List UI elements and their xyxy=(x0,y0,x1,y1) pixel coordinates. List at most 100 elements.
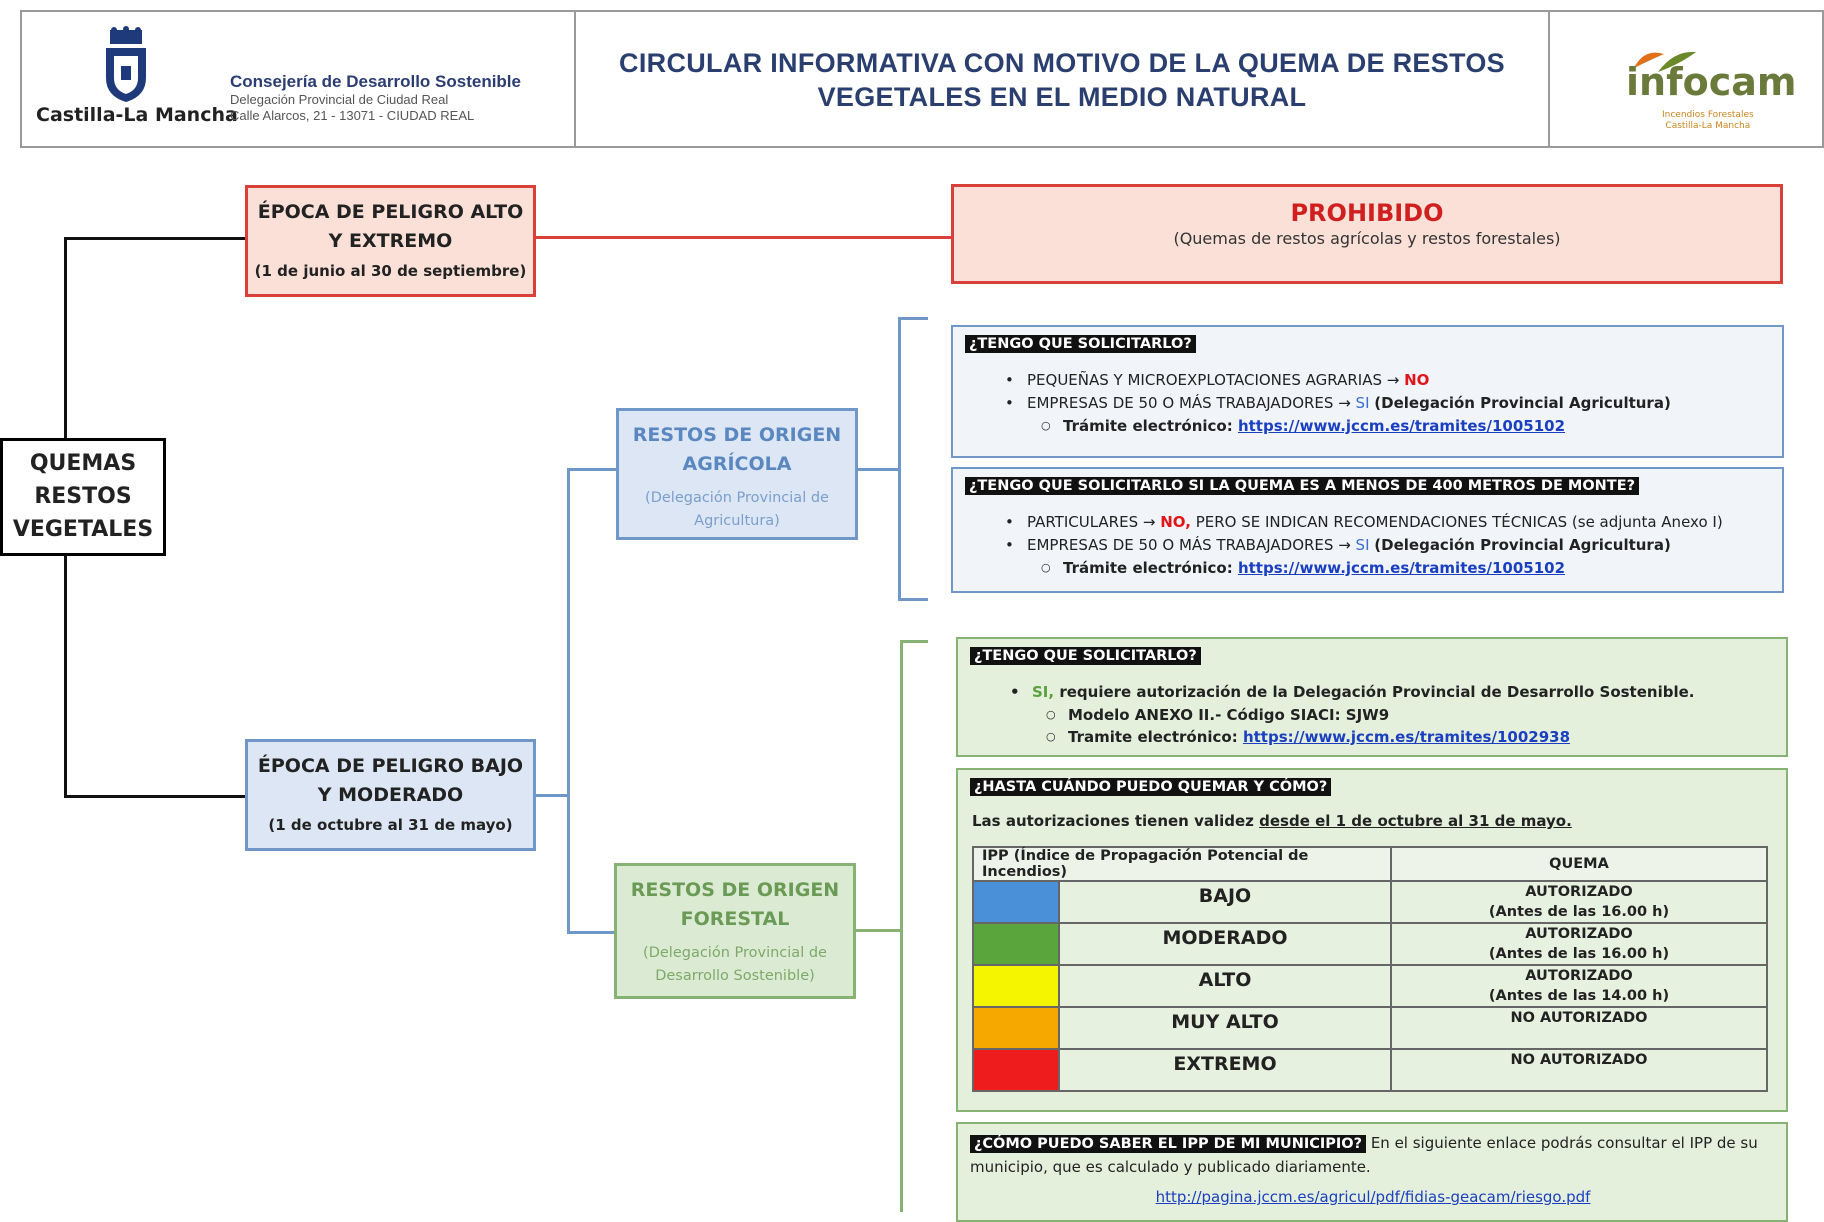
connector-forestal-h xyxy=(567,931,615,934)
item-answer: NO, xyxy=(1160,513,1191,531)
quema-status: AUTORIZADO (Antes de las 14.00 h) xyxy=(1390,964,1768,1008)
delegation-name: Delegación Provincial de Ciudad Real xyxy=(230,92,449,107)
high-season-box: ÉPOCA DE PELIGRO ALTO Y EXTREMO (1 de ju… xyxy=(245,185,536,297)
bracket-forestal-top xyxy=(900,640,928,643)
quema-time-limit: (Antes de las 14.00 h) xyxy=(1488,988,1670,1004)
ipp-color-swatch xyxy=(972,964,1060,1008)
agricola-list-2: PARTICULARES → NO, PERO SE INDICAN RECOM… xyxy=(997,511,1723,579)
quema-status-label: NO AUTORIZADO xyxy=(1510,1052,1648,1068)
leaves-icon xyxy=(1634,51,1696,72)
ipp-color-swatch xyxy=(972,880,1060,924)
item-detail: (Delegación Provincial Agricultura) xyxy=(1374,536,1671,554)
forestal-panel-1: ¿TENGO QUE SOLICITARLO? SI, requiere aut… xyxy=(956,637,1788,757)
castilla-la-mancha-crest-icon xyxy=(106,26,146,102)
item-text: PEQUEÑAS Y MICROEXPLOTACIONES AGRARIAS → xyxy=(1027,371,1400,389)
bracket-agricola-top xyxy=(898,317,928,320)
item-detail: (Delegación Provincial Agricultura) xyxy=(1374,394,1671,412)
quema-status-label: AUTORIZADO xyxy=(1525,968,1633,984)
address: Calle Alarcos, 21 - 13071 - CIUDAD REAL xyxy=(230,108,475,123)
ipp-info-text: ¿CÓMO PUEDO SABER EL IPP DE MI MUNICIPIO… xyxy=(970,1132,1776,1209)
item-answer: SI, xyxy=(1032,683,1055,701)
bracket-agricola xyxy=(898,317,901,601)
high-season-line-2: Y EXTREMO xyxy=(328,230,453,252)
ipp-info-text-2: municipio, que es calculado y publicado … xyxy=(970,1158,1371,1176)
tramite-label: Trámite electrónico: xyxy=(1063,417,1233,435)
forestal-authority-1: (Delegación Provincial de xyxy=(643,945,827,961)
item-answer: SI xyxy=(1355,394,1370,412)
list-item: PEQUEÑAS Y MICROEXPLOTACIONES AGRARIAS →… xyxy=(997,369,1671,392)
ipp-riesgo-link[interactable]: http://pagina.jccm.es/agricul/pdf/fidias… xyxy=(1155,1188,1591,1206)
ipp-color-swatch xyxy=(972,922,1060,966)
header-banner: Castilla-La Mancha Consejería de Desarro… xyxy=(20,10,1824,148)
brand-subtitle: Incendios Forestales Castilla-La Mancha xyxy=(1662,110,1754,132)
item-text: PARTICULARES → xyxy=(1027,513,1156,531)
root-line-2: RESTOS xyxy=(34,484,132,509)
ipp-color-swatch xyxy=(972,1006,1060,1050)
tramite-item: Tramite electrónico: https://www.jccm.es… xyxy=(1002,726,1694,748)
quema-time-limit: (Antes de las 16.00 h) xyxy=(1488,946,1670,962)
connector-agricola-h xyxy=(567,468,617,471)
forestal-question-1: ¿TENGO QUE SOLICITARLO? xyxy=(970,647,1201,665)
agricola-authority-1: (Delegación Provincial de xyxy=(645,490,829,506)
item-text: EMPRESAS DE 50 O MÁS TRABAJADORES → xyxy=(1027,394,1351,412)
quema-time-limit: (Antes de las 16.00 h) xyxy=(1488,904,1670,920)
item-text: requiere autorización de la Delegación P… xyxy=(1059,683,1695,701)
validity-period: desde el 1 de octubre al 31 de mayo. xyxy=(1259,812,1572,830)
tramite-link[interactable]: https://www.jccm.es/tramites/1005102 xyxy=(1237,417,1566,435)
forestal-question-2: ¿HASTA CUÁNDO PUEDO QUEMAR Y CÓMO? xyxy=(970,778,1332,796)
agricola-line-1: RESTOS DE ORIGEN xyxy=(632,424,842,446)
ipp-info-text-1: En el siguiente enlace podrás consultar … xyxy=(1370,1134,1758,1152)
high-season-line-1: ÉPOCA DE PELIGRO ALTO xyxy=(257,201,524,223)
list-item: SI, requiere autorización de la Delegaci… xyxy=(1002,681,1694,704)
prohibido-title: PROHIBIDO xyxy=(1290,199,1444,227)
high-season-dates: (1 de junio al 30 de septiembre) xyxy=(254,262,527,280)
forestal-list-1: SI, requiere autorización de la Delegaci… xyxy=(1002,681,1694,748)
low-season-line-2: Y MODERADO xyxy=(317,784,464,806)
document-title: CIRCULAR INFORMATIVA CON MOTIVO DE LA QU… xyxy=(576,46,1548,114)
connector-root-top-h xyxy=(64,237,247,240)
forestal-authority-2: Desarrollo Sostenible) xyxy=(655,968,815,984)
item-detail: PERO SE INDICAN RECOMENDACIONES TÉCNICAS… xyxy=(1195,513,1723,531)
header-right-cell: infocam Incendios Forestales Castilla-La… xyxy=(1550,12,1822,146)
table-header-row: IPP (Índice de Propagación Potencial de … xyxy=(972,846,1768,882)
quema-status-label: AUTORIZADO xyxy=(1525,926,1633,942)
forestal-panel-2: ¿HASTA CUÁNDO PUEDO QUEMAR Y CÓMO? Las a… xyxy=(956,768,1788,1112)
agricola-list-1: PEQUEÑAS Y MICROEXPLOTACIONES AGRARIAS →… xyxy=(997,369,1671,437)
brand-sub-1: Incendios Forestales xyxy=(1662,110,1754,120)
connector-forestal-right xyxy=(853,929,903,932)
ipp-level: MUY ALTO xyxy=(1058,1006,1392,1050)
connector-root-top xyxy=(64,237,67,440)
header-ipp: IPP (Índice de Propagación Potencial de … xyxy=(972,846,1392,882)
forestal-panel-3: ¿CÓMO PUEDO SABER EL IPP DE MI MUNICIPIO… xyxy=(956,1122,1788,1222)
list-item: EMPRESAS DE 50 O MÁS TRABAJADORES → SI (… xyxy=(997,534,1723,557)
ipp-table: IPP (Índice de Propagación Potencial de … xyxy=(972,846,1768,1092)
prohibido-box: PROHIBIDO (Quemas de restos agrícolas y … xyxy=(951,184,1783,284)
header-quema: QUEMA xyxy=(1390,846,1768,882)
connector-agricola-right xyxy=(855,468,900,471)
header-title-cell: CIRCULAR INFORMATIVA CON MOTIVO DE LA QU… xyxy=(576,12,1550,146)
tramite-item: Trámite electrónico: https://www.jccm.es… xyxy=(997,415,1671,437)
agricola-panel-1: ¿TENGO QUE SOLICITARLO? PEQUEÑAS Y MICRO… xyxy=(951,325,1784,458)
quema-status-label: AUTORIZADO xyxy=(1525,884,1633,900)
ipp-color-swatch xyxy=(972,1048,1060,1092)
restos-agricola-box: RESTOS DE ORIGEN AGRÍCOLA (Delegación Pr… xyxy=(616,408,858,540)
connector-root-bottom xyxy=(64,555,67,797)
item-answer: SI xyxy=(1355,536,1370,554)
header-left-cell: Castilla-La Mancha Consejería de Desarro… xyxy=(22,12,576,146)
agricola-question-2: ¿TENGO QUE SOLICITARLO SI LA QUEMA ES A … xyxy=(965,477,1640,495)
tramite-link[interactable]: https://www.jccm.es/tramites/1002938 xyxy=(1242,728,1571,746)
ipp-level: BAJO xyxy=(1058,880,1392,924)
org-name: Castilla-La Mancha xyxy=(36,104,238,126)
tramite-link[interactable]: https://www.jccm.es/tramites/1005102 xyxy=(1237,559,1566,577)
quema-status: AUTORIZADO (Antes de las 16.00 h) xyxy=(1390,880,1768,924)
brand-name: infocam xyxy=(1626,60,1797,104)
low-season-line-1: ÉPOCA DE PELIGRO BAJO xyxy=(257,755,524,777)
table-row: BAJO AUTORIZADO (Antes de las 16.00 h) xyxy=(972,880,1768,924)
connector-branch-v xyxy=(567,468,570,933)
list-item: PARTICULARES → NO, PERO SE INDICAN RECOM… xyxy=(997,511,1723,534)
low-season-dates: (1 de octubre al 31 de mayo) xyxy=(268,816,513,834)
list-item: EMPRESAS DE 50 O MÁS TRABAJADORES → SI (… xyxy=(997,392,1671,415)
